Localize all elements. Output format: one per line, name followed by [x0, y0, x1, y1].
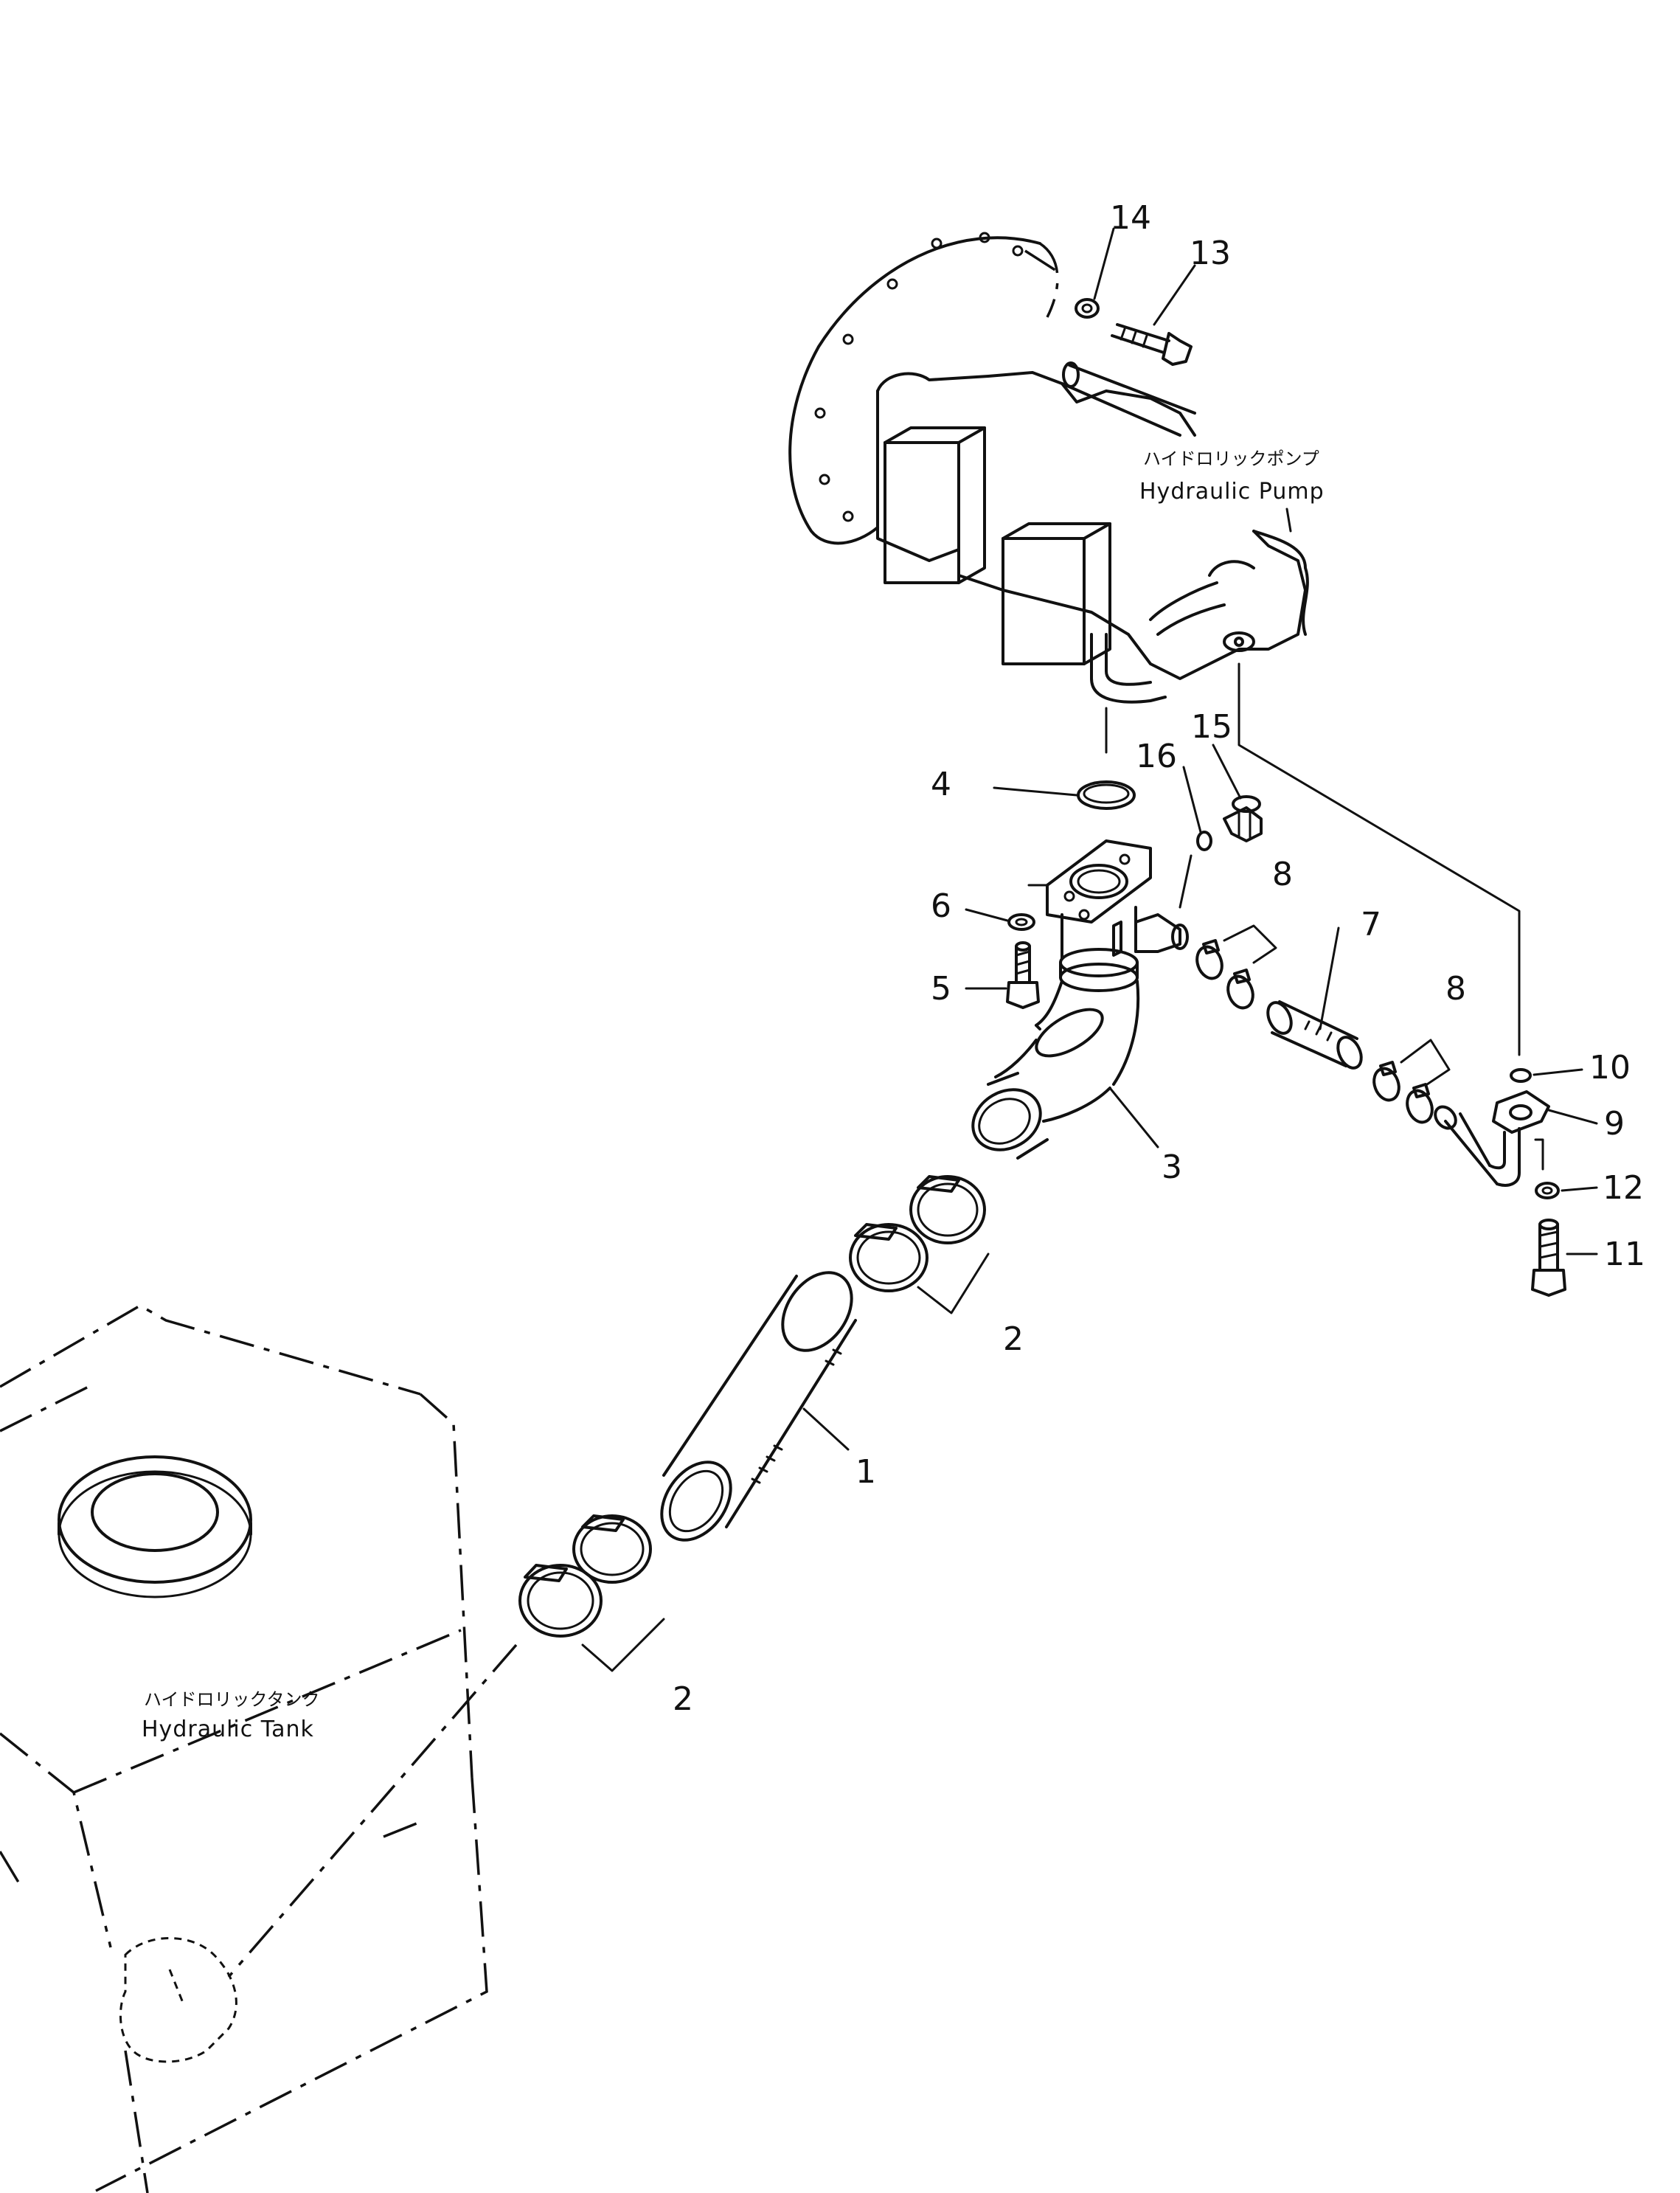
- callout-10: 10: [1589, 1049, 1631, 1087]
- part-10-o-ring: [1510, 1068, 1532, 1083]
- part-8-clamps-lower: [1372, 1061, 1434, 1124]
- callout-3: 3: [1162, 1149, 1182, 1186]
- part-12-washer: [1535, 1182, 1560, 1199]
- part-7-hose: [1266, 1000, 1363, 1070]
- part-2-clamps-upper: [849, 1175, 986, 1292]
- part-16-o-ring: [1196, 831, 1212, 851]
- callout-16: 16: [1136, 738, 1177, 775]
- callout-5: 5: [931, 970, 951, 1008]
- part-1-hose: [660, 1271, 857, 1542]
- hydraulic-pump: ハイドロリックポンプ Hydraulic Pump: [788, 232, 1325, 704]
- part-14-washer: [1075, 298, 1100, 319]
- callout-4: 4: [931, 766, 951, 803]
- callout-2-upper: 2: [1003, 1320, 1024, 1358]
- part-15-plug: [1223, 795, 1263, 842]
- tank-label-en: Hydraulic Tank: [142, 1716, 314, 1742]
- callout-12: 12: [1603, 1169, 1644, 1207]
- callout-1: 1: [855, 1453, 876, 1491]
- callout-6: 6: [931, 887, 951, 925]
- pump-label-jp: ハイドロリックポンプ: [1143, 448, 1319, 469]
- tank-label-jp: ハイドロリックタンク: [144, 1689, 320, 1710]
- leader-lines: [802, 227, 1598, 1451]
- callout-7: 7: [1361, 906, 1381, 943]
- part-4-o-ring: [1077, 780, 1136, 810]
- callout-15: 15: [1191, 708, 1232, 746]
- part-2-clamps-lower: [518, 1514, 652, 1638]
- callout-8-lower: 8: [1445, 970, 1466, 1008]
- part-3-elbow: [971, 839, 1189, 1160]
- pump-label-en: Hydraulic Pump: [1139, 479, 1325, 505]
- part-11-bolt: [1531, 1219, 1566, 1297]
- part-13-bolt: [1111, 323, 1193, 366]
- callout-11: 11: [1604, 1236, 1645, 1273]
- callout-8-upper: 8: [1272, 856, 1293, 893]
- callout-numbers: 14 13 15 16 4 8 6 7 5 8 10 9 3 12 11 2 1…: [673, 199, 1645, 1718]
- hydraulic-tank: ハイドロリックタンク Hydraulic Tank: [0, 1303, 488, 2193]
- part-9-elbow-tube: [1434, 1090, 1550, 1187]
- part-8-clamps-upper: [1195, 939, 1254, 1010]
- callout-9: 9: [1604, 1105, 1625, 1143]
- callout-2-lower: 2: [673, 1680, 693, 1718]
- callout-14: 14: [1110, 199, 1151, 237]
- callout-13: 13: [1190, 235, 1231, 272]
- part-6-washer: [1007, 913, 1035, 931]
- part-5-bolt: [1006, 941, 1040, 1009]
